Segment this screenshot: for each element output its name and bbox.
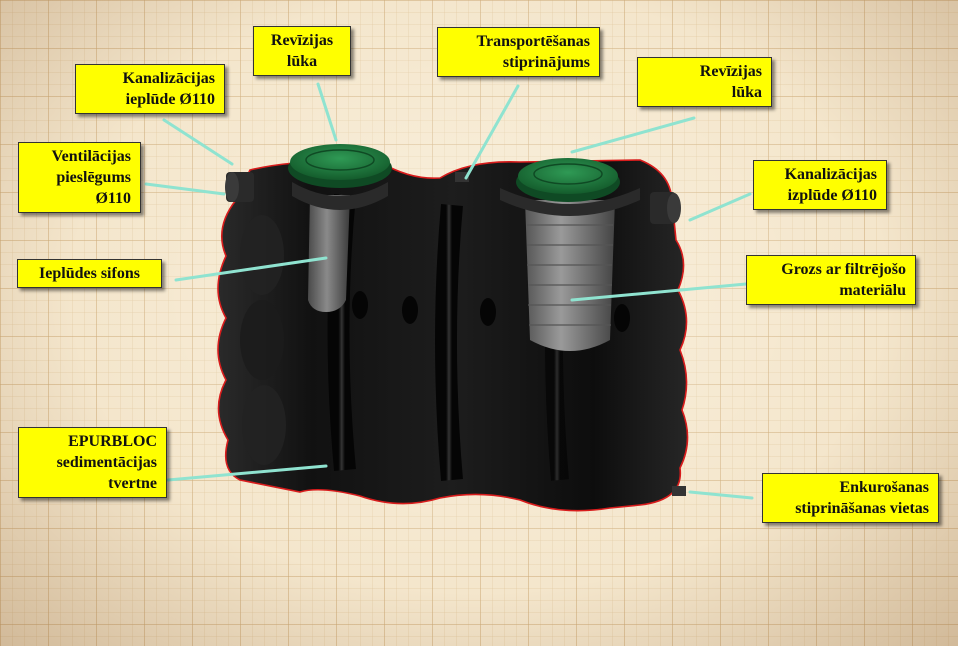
leader-grozs [570, 282, 748, 302]
transport-lug [455, 172, 469, 182]
inlet-pipe [225, 172, 254, 202]
label-line: Revīzijas [699, 63, 762, 80]
label-line: Kanalizācijas [784, 166, 877, 183]
label-line: Ventilācijas [51, 148, 131, 165]
label-line: Grozs ar filtrējošo [781, 261, 906, 278]
tank-body [217, 159, 689, 512]
label-line: Ø110 [95, 190, 131, 207]
leader-sifons [174, 256, 328, 282]
label-line: EPURBLOC [68, 433, 157, 450]
outlet-pipe [650, 192, 681, 224]
label-line: ieplūde Ø110 [125, 91, 215, 108]
leader-lines [144, 82, 754, 500]
leader-enkurosanas [688, 490, 754, 500]
label-revizijas-luka-right: Revīzijas lūka [637, 57, 772, 107]
label-line: stiprināšanas vietas [795, 500, 929, 517]
inlet-siphon [292, 182, 388, 312]
label-revizijas-luka-left: Revīzijas lūka [253, 26, 351, 76]
label-line: sedimentācijas [56, 454, 157, 471]
label-ieplude-sifons: Ieplūdes sifons [17, 259, 162, 288]
label-kanalizacijas-ieplude: Kanalizācijas ieplūde Ø110 [75, 64, 225, 114]
label-ventilacijas-pieslegums: Ventilācijas pieslēgums Ø110 [18, 142, 141, 213]
label-line: izplūde Ø110 [787, 187, 877, 204]
manhole-lid-right [516, 158, 620, 202]
label-enkurosanas: Enkurošanas stiprināšanas vietas [762, 473, 939, 523]
label-line: stiprinājums [502, 54, 590, 71]
label-transportesanas: Transportēšanas stiprinājums [437, 27, 600, 77]
label-line: pieslēgums [56, 169, 131, 186]
leader-ventilacijas [144, 182, 226, 196]
leader-ieplude [162, 118, 234, 166]
leader-revizijas-right [570, 116, 696, 154]
label-kanalizacijas-izplude: Kanalizācijas izplūde Ø110 [753, 160, 887, 210]
leader-epurbloc [166, 464, 328, 482]
label-epurbloc: EPURBLOC sedimentācijas tvertne [18, 427, 167, 498]
label-line: Ieplūdes sifons [39, 265, 140, 282]
leader-revizijas-left [316, 82, 338, 142]
filter-basket [500, 188, 640, 351]
label-grozs: Grozs ar filtrējošo materiālu [746, 255, 916, 305]
label-line: materiālu [839, 282, 906, 299]
label-line: Kanalizācijas [122, 70, 215, 87]
leader-izplude [688, 192, 752, 222]
label-line: Enkurošanas [839, 479, 929, 496]
label-line: tvertne [108, 475, 157, 492]
label-line: Transportēšanas [476, 33, 591, 50]
label-line: lūka [286, 53, 318, 70]
label-line: Revīzijas [270, 32, 334, 49]
leader-transport [464, 84, 520, 180]
label-line: lūka [731, 84, 762, 101]
manhole-lid-left [288, 144, 392, 188]
